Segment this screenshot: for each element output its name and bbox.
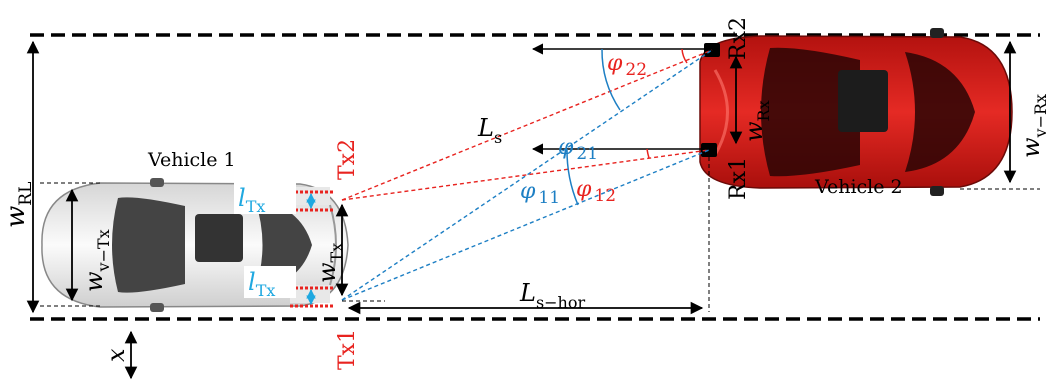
w-rx-label: wRx <box>740 100 773 142</box>
vehicle2-label: Vehicle 2 <box>814 176 903 198</box>
rx1-receiver <box>701 143 717 157</box>
tx2-label: Tx2 <box>335 139 360 180</box>
w-rl-label: wRL <box>1 182 36 228</box>
rx2-label: Rx2 <box>726 17 751 60</box>
path-tx1-rx2 <box>341 49 713 301</box>
angle-arc-21 <box>601 48 621 111</box>
angle-arc-12 <box>646 148 650 159</box>
path-tx2-rx1 <box>341 149 710 201</box>
l-tx-top-label: lTx <box>238 184 265 216</box>
ls-label: Ls <box>477 114 502 147</box>
path-tx1-rx1 <box>341 149 710 301</box>
angle-arc-11 <box>566 148 579 206</box>
angle-arc-22 <box>681 48 688 64</box>
rx1-label: Rx1 <box>726 157 751 200</box>
w-v-rx-label: wv−Rx <box>1017 94 1046 158</box>
w-v-tx-label: wv−Tx <box>80 229 113 292</box>
vehicle1-label: Vehicle 1 <box>147 149 236 171</box>
l-tx-bottom-label: lTx <box>248 268 275 300</box>
vehicle2-car <box>699 28 1013 196</box>
l-tx-bottom-label-bg <box>244 266 296 298</box>
l-tx-top-label-bg <box>234 182 296 214</box>
ls-hor-label: Ls−hor <box>519 279 585 312</box>
tx1-label: Tx1 <box>335 329 360 370</box>
x-axis-label: x <box>102 348 130 362</box>
w-tx-label: wTx <box>313 243 346 283</box>
path-tx2-rx2 <box>341 49 713 201</box>
